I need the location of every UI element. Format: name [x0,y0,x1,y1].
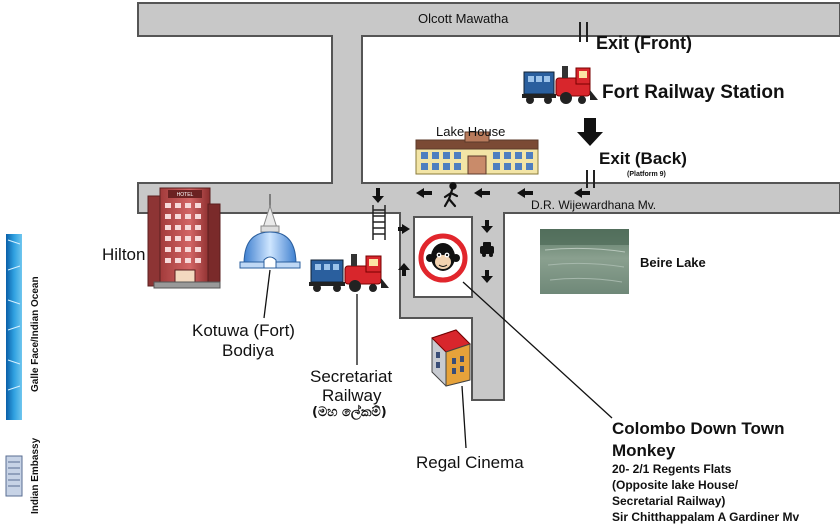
train-icon-secretariat [309,254,389,292]
monkey-logo-icon [418,233,468,283]
regal-cinema-building [431,329,471,387]
secretariat-label-sinhala: (මහ ලේකම්) [312,405,387,420]
gate-front [579,22,588,42]
galle-face-ocean-image [6,234,22,420]
road-label-wijewardhana: D.R. Wijewardhana Mv. [531,198,657,212]
left-arrow [574,188,590,198]
exit-back-label: Exit (Back) [599,149,687,168]
destination-address-line1: 20- 2/1 Regents Flats [612,462,732,476]
up-arrow [398,263,410,276]
destination-address-line3: Secretarial Railway) [612,494,726,508]
railway-crossing-icon [372,205,386,240]
lake-house-label: Lake House [436,124,506,139]
destination-name-line2: Monkey [612,441,676,460]
leader-lines [263,269,613,449]
destination-name-line1: Colombo Down Town [612,419,785,438]
exit-front-label: Exit (Front) [596,33,692,53]
galle-face-label: Galle Face/Indian Ocean [30,276,41,392]
pedestrian-icon [443,182,459,208]
right-arrow [398,224,410,234]
destination-address-line4: Sir Chitthappalam A Gardiner Mv [612,510,800,524]
kotuwa-label-line2: Bodiya [222,341,274,360]
road-label-olcott: Olcott Mawatha [418,11,509,26]
beire-lake-image [540,229,629,294]
indian-embassy-image [5,455,23,497]
gate-back [586,170,595,188]
down-arrow [372,188,384,203]
regal-cinema-label: Regal Cinema [416,453,524,472]
down-arrow [481,220,493,233]
train-icon-fort [522,66,598,104]
beire-lake-label: Beire Lake [640,255,706,270]
secretariat-label-line2: Railway [322,386,382,405]
hotel-sign: HOTEL [177,192,194,198]
left-arrow [517,188,533,198]
road-olcott [137,2,840,401]
secretariat-label-line1: Secretariat [310,367,393,386]
destination-address-line2: (Opposite lake House/ [612,478,739,492]
traffic-arrows [372,118,603,283]
left-arrow [474,188,490,198]
lake-house-building [415,131,539,175]
stupa-icon [239,194,301,269]
indian-embassy-label: Indian Embassy [30,437,41,514]
platform-label: (Platform 9) [627,171,666,178]
roads [137,2,840,401]
left-arrow [416,188,432,198]
car-icon [480,242,494,257]
kotuwa-label-line1: Kotuwa (Fort) [192,321,295,340]
fort-railway-station-label: Fort Railway Station [602,82,785,103]
hilton-hotel-building [147,187,221,289]
big-down-arrow [577,118,603,146]
hilton-label: Hilton [102,245,146,264]
down-arrow [481,270,493,283]
